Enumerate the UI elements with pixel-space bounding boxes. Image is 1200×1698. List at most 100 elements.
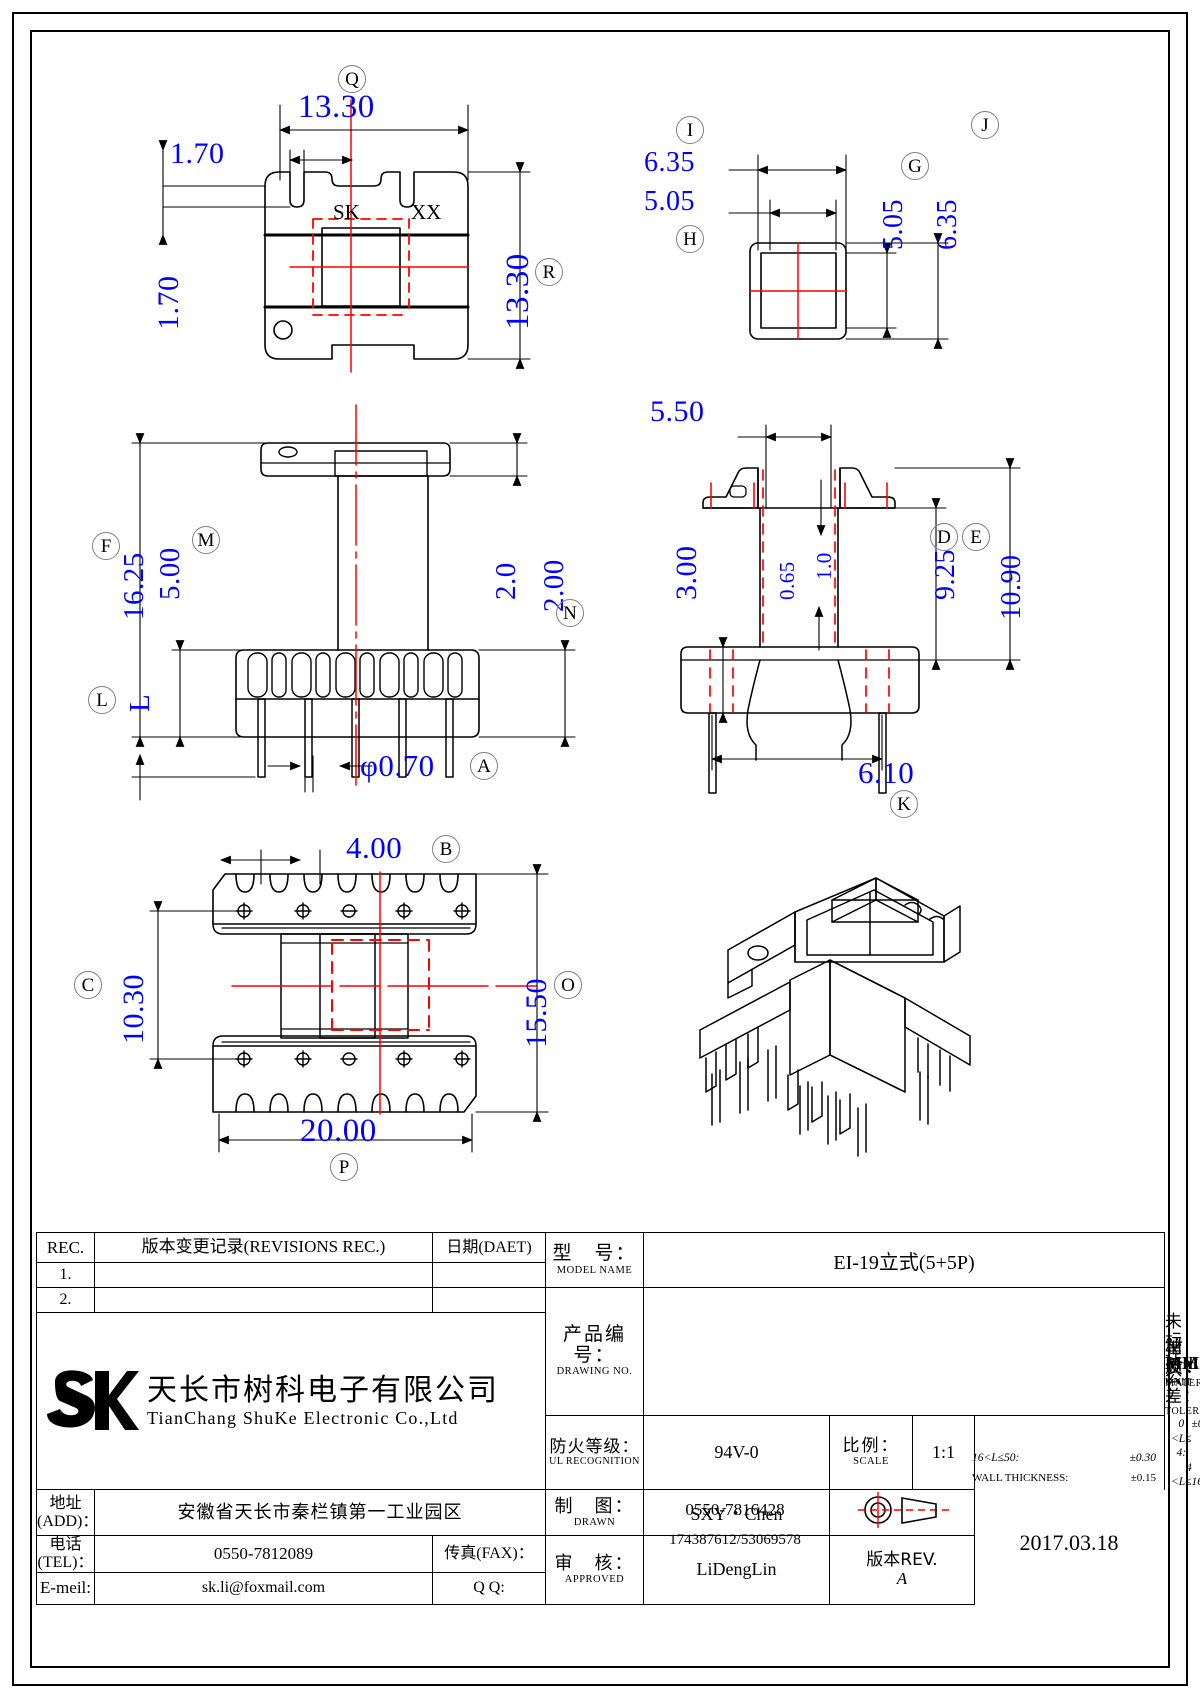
qq-value: 174387612/53069578: [669, 1532, 801, 1548]
address-value: 安徽省天长市秦栏镇第一工业园区: [94, 1489, 546, 1537]
tel-value: 0550-7812089: [94, 1535, 433, 1573]
drawn-label-cn: 制 图：: [554, 1496, 635, 1517]
rev-row1-no: 1.: [36, 1262, 95, 1288]
balloon-O: O: [554, 971, 582, 999]
tolerance-value-0: ±0.10: [1191, 1418, 1200, 1431]
rev-header-date: 日期(DAET): [432, 1232, 546, 1263]
tolerance-row-2: 16<L≤50: ±0.30: [966, 1452, 1162, 1464]
balloon-K: K: [890, 790, 918, 818]
balloon-J: J: [971, 111, 999, 139]
model-name-label-en: MODEL NAME: [556, 1264, 633, 1276]
dim-F-16-25: 16.25: [118, 552, 150, 620]
fax-value: 0550-7816428: [685, 1500, 785, 1519]
email-value: sk.li@foxmail.com: [94, 1571, 433, 1605]
drawn-label-en: DRAWN: [573, 1516, 616, 1528]
tolerance-row-0: 0 <L≤ 4: ±0.10: [1165, 1417, 1200, 1460]
balloon-D: D: [930, 523, 958, 551]
model-name-label: 型 号： MODEL NAME: [545, 1232, 644, 1288]
sheet-border-inner: [30, 30, 1170, 1668]
dim-H-5-05: 5.05: [644, 186, 695, 217]
email-label: E-meil:: [36, 1571, 95, 1605]
dim-B-4-00: 4.00: [346, 830, 403, 865]
drawing-date: 2017.03.18: [1019, 1530, 1119, 1555]
sheet-border-outer: [12, 12, 1188, 1686]
tolerance-range-0: 0 <L≤ 4:: [1171, 1418, 1192, 1460]
rev-header-record: 版本变更记录(REVISIONS REC.): [94, 1232, 433, 1263]
dim-I-6-35: 6.35: [644, 147, 695, 178]
dim-R-13-30: 13.30: [500, 253, 536, 330]
mark-SK: SK: [333, 200, 360, 224]
rev-header-rec: REC.: [36, 1232, 95, 1263]
balloon-L: L: [88, 686, 116, 714]
dim-O-15-50: 15.50: [520, 978, 553, 1048]
balloon-E: E: [962, 523, 990, 551]
dim-J-6-35: 6.35: [932, 199, 963, 250]
ul-label: 防火等级： UL RECOGNITION: [545, 1414, 644, 1491]
drawing-no-label-en: DRAWING NO.: [556, 1366, 633, 1378]
drawn-label: 制 图： DRAWN: [545, 1489, 644, 1537]
rev-row2-date[interactable]: [432, 1287, 546, 1313]
dim-G-5-05: 5.05: [878, 199, 909, 250]
rev-row2-no: 2.: [36, 1287, 95, 1313]
approved-label-cn: 审 核：: [554, 1553, 635, 1574]
tolerance-row-3: WALL THICKNESS: ±0.15: [966, 1472, 1162, 1484]
balloon-A: A: [470, 752, 498, 780]
balloon-P: P: [330, 1153, 358, 1181]
drawing-no-label: 产品编号： DRAWING NO.: [545, 1287, 644, 1416]
address-row: 地址(ADD)： 安徽省天长市秦栏镇第一工业园区 制 图： DRAWN SXY・…: [36, 1489, 1165, 1537]
tolerance-row-1: 4 <L≤16: ±0.20: [1165, 1461, 1200, 1490]
dim-2-0: 2.0: [490, 562, 522, 600]
revision-cell: 版本REV. A: [829, 1535, 975, 1605]
dim-A-phi-0-70: φ0.70: [360, 748, 435, 783]
drawing-no-label-cn: 产品编号：: [562, 1323, 626, 1366]
tolerance-range-1: 4 <L≤16:: [1171, 1461, 1200, 1488]
company-logo-cell: 天长市树科电子有限公司 TianChang ShuKe Electronic C…: [36, 1311, 546, 1491]
address-label: 地址(ADD)：: [36, 1489, 98, 1537]
rev-row1-date[interactable]: [432, 1262, 546, 1288]
dim-P-20-00: 20.00: [300, 1113, 377, 1149]
tolerance-value-2: ±0.30: [1129, 1452, 1156, 1464]
balloon-G: G: [901, 152, 929, 180]
projection-symbol-cell: [829, 1489, 975, 1537]
rev-row2-record[interactable]: [94, 1287, 433, 1313]
scale-label: 比例： SCALE: [829, 1414, 913, 1491]
balloon-H: H: [676, 225, 704, 253]
dim-1-70-horizontal: 1.70: [170, 137, 225, 170]
dim-1-0: 1.0: [812, 552, 836, 580]
dim-C-10-30: 10.30: [117, 974, 150, 1044]
qq-label: Q Q:: [432, 1571, 546, 1605]
title-block-table: REC. 版本变更记录(REVISIONS REC.) 日期(DAET) 型 号…: [36, 1232, 1200, 1605]
ul-value: 94V-0: [643, 1414, 830, 1491]
tolerance-range-3: WALL THICKNESS:: [972, 1472, 1069, 1484]
dim-Q-13-30: 13.30: [298, 89, 375, 125]
drawing-no-value[interactable]: [642, 1287, 1166, 1416]
dim-0-65: 0.65: [775, 561, 799, 600]
revisions-header-row: REC. 版本变更记录(REVISIONS REC.) 日期(DAET) 型 号…: [36, 1232, 1166, 1288]
rev-value: A: [896, 1569, 908, 1589]
model-name-label-cn: 型 号：: [552, 1242, 637, 1264]
balloon-M: M: [192, 526, 220, 554]
email-qq-row: E-meil: sk.li@foxmail.com Q Q:: [36, 1571, 1165, 1605]
balloon-N: N: [556, 599, 584, 627]
tolerance-value-3: ±0.15: [1130, 1472, 1156, 1484]
dim-K-6-10: 6.10: [858, 755, 915, 790]
tel-label: 电话(TEL)：: [36, 1535, 95, 1573]
fax-label: 传真(FAX)：: [432, 1535, 546, 1573]
rev-row1-record[interactable]: [94, 1262, 433, 1288]
revision-row-2: 2. 产品编号： DRAWING NO.: [36, 1287, 1166, 1416]
tolerance-range-2: 16<L≤50:: [972, 1452, 1020, 1464]
dim-M-5-00: 5.00: [154, 547, 186, 600]
dim-1-70-vertical: 1.70: [152, 275, 185, 331]
dim-3-00: 3.00: [670, 545, 703, 601]
balloon-R: R: [535, 258, 563, 286]
mark-XX: XX: [411, 200, 442, 224]
ul-label-en: UL RECOGNITION: [549, 1456, 640, 1468]
title-block: REC. 版本变更记录(REVISIONS REC.) 日期(DAET) 型 号…: [36, 1232, 1200, 1605]
balloon-B: B: [432, 835, 460, 863]
balloon-C: C: [74, 971, 102, 999]
approved-value: LiDengLin: [643, 1535, 830, 1605]
dim-E-10-90: 10.90: [996, 554, 1027, 621]
ul-row: 防火等级： UL RECOGNITION 94V-0 比例： SCALE 1:1: [37, 1414, 1165, 1491]
company-name-cn: 天长市树科电子有限公司: [147, 1372, 499, 1408]
